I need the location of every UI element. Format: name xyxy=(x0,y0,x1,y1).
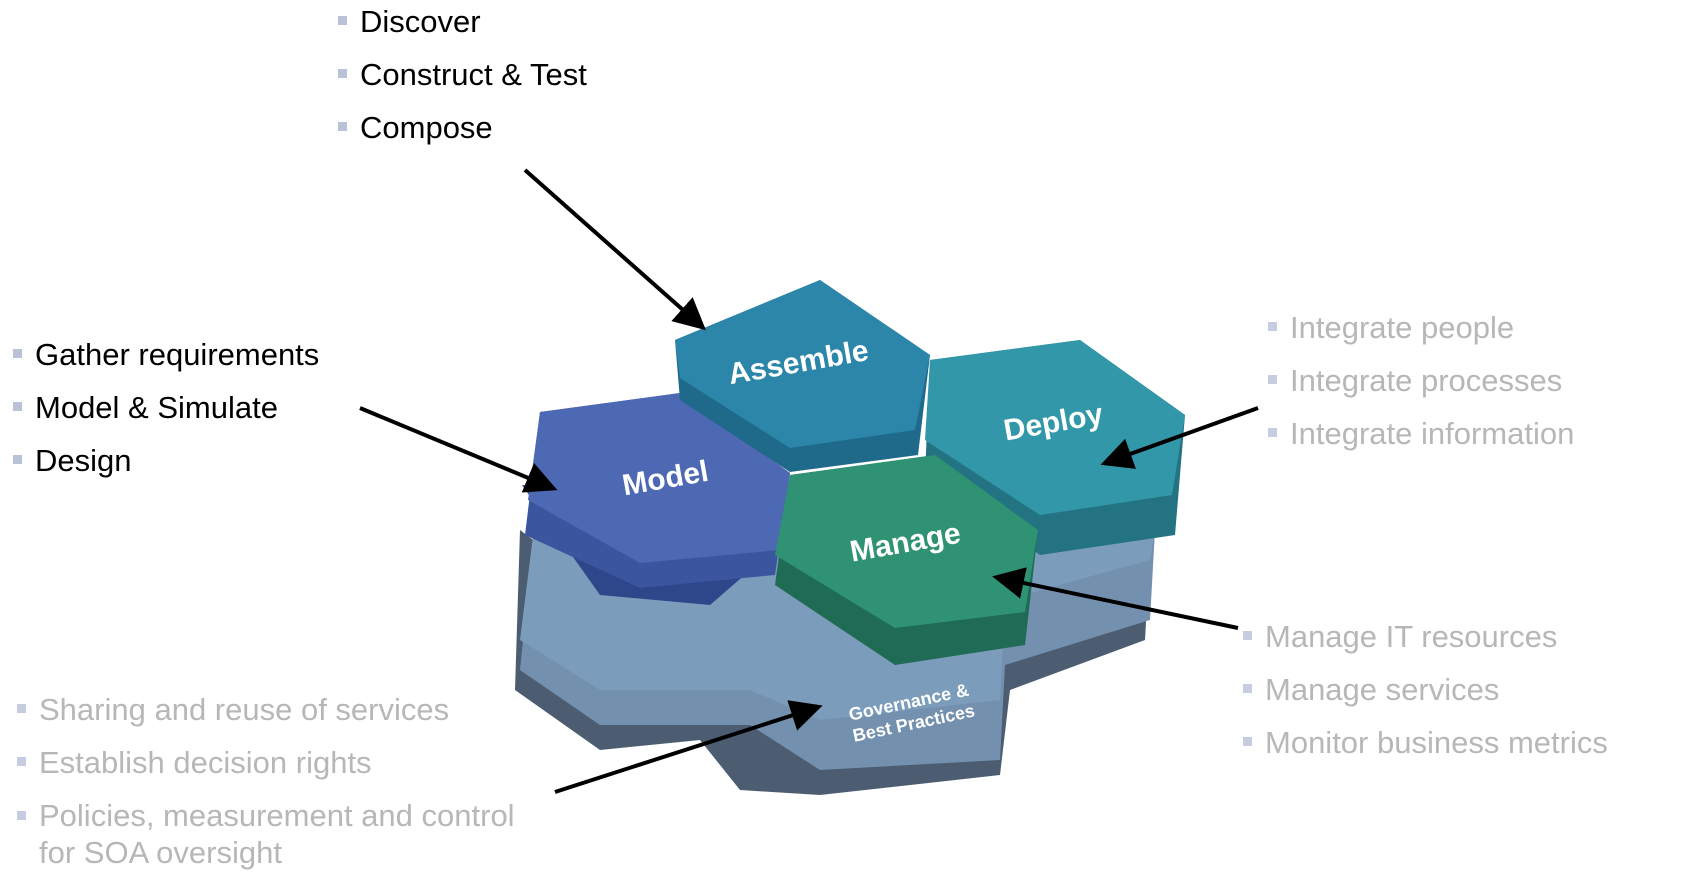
bullet-icon xyxy=(1243,631,1252,640)
bullet-icon xyxy=(1268,375,1277,384)
list-item: Integrate people xyxy=(1266,301,1574,354)
bullet-icon xyxy=(338,69,347,78)
list-item: Model & Simulate xyxy=(11,381,319,434)
list-item: Establish decision rights xyxy=(15,736,535,789)
bullet-icon xyxy=(13,402,22,411)
list-item: Gather requirements xyxy=(11,328,319,381)
bullet-icon xyxy=(17,704,26,713)
bullet-icon xyxy=(1243,684,1252,693)
bullet-icon xyxy=(13,455,22,464)
arrow-deploy xyxy=(1100,406,1259,469)
arrow-manage xyxy=(992,567,1239,630)
bullet-icon xyxy=(1268,428,1277,437)
list-item: Compose xyxy=(336,101,587,154)
list-item: Discover xyxy=(336,0,587,48)
arrow-model xyxy=(359,406,558,493)
assemble-hexagon xyxy=(675,280,930,472)
list-item: Policies, measurement and control for SO… xyxy=(15,789,535,871)
manage-capabilities-list: Manage IT resources Manage services Moni… xyxy=(1241,610,1608,769)
list-item: Integrate information xyxy=(1266,407,1574,460)
bullet-icon xyxy=(1243,737,1252,746)
governance-capabilities-list: Sharing and reuse of services Establish … xyxy=(15,683,535,871)
bullet-icon xyxy=(17,811,26,820)
model-capabilities-list: Gather requirements Model & Simulate Des… xyxy=(11,328,319,487)
model-hexagon xyxy=(522,393,790,605)
list-item: Construct & Test xyxy=(336,48,587,101)
bullet-icon xyxy=(13,349,22,358)
bullet-icon xyxy=(17,757,26,766)
list-item: Sharing and reuse of services xyxy=(15,683,535,736)
bullet-icon xyxy=(338,16,347,25)
deploy-capabilities-list: Integrate people Integrate processes Int… xyxy=(1266,301,1574,460)
arrow-governance xyxy=(554,700,823,794)
list-item: Integrate processes xyxy=(1266,354,1574,407)
manage-hexagon xyxy=(775,455,1038,665)
list-item: Manage IT resources xyxy=(1241,610,1608,663)
list-item: Manage services xyxy=(1241,663,1608,716)
bullet-icon xyxy=(338,122,347,131)
arrow-assemble xyxy=(523,168,706,331)
list-item: Monitor business metrics xyxy=(1241,716,1608,769)
bullet-icon xyxy=(1268,322,1277,331)
list-item: Design xyxy=(11,434,319,487)
assemble-capabilities-list: Discover Construct & Test Compose xyxy=(336,0,587,154)
